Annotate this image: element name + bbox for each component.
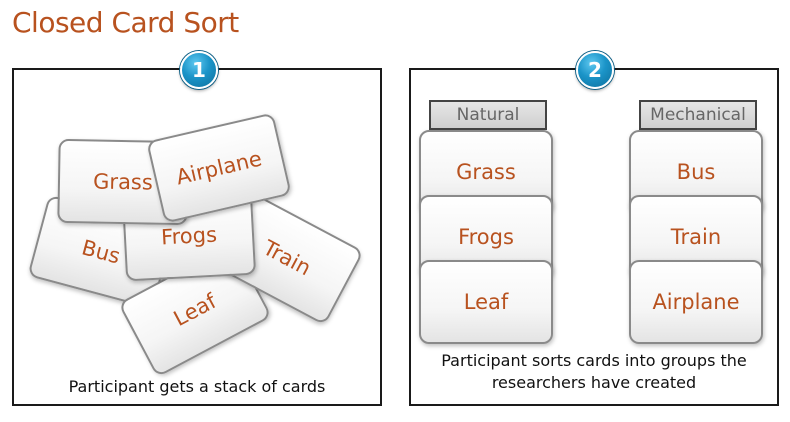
card-airplane: Airplane [629, 260, 763, 344]
page-title: Closed Card Sort [12, 6, 239, 39]
group-natural: Natural Grass Frogs Leaf [419, 70, 553, 350]
step-2-caption-line-2: researchers have created [491, 373, 697, 392]
step-1-panel: 1 Bus Leaf Train Frogs Grass Airplane Pa… [12, 51, 382, 406]
card-leaf: Leaf [419, 260, 553, 344]
step-2-caption-line-1: Participant sorts cards into groups the [441, 351, 747, 370]
group-header-mechanical: Mechanical [639, 100, 757, 130]
step-2-caption: Participant sorts cards into groups the … [411, 350, 777, 394]
step-1-badge: 1 [180, 51, 218, 89]
group-header-natural: Natural [429, 100, 547, 130]
step-1-caption: Participant gets a stack of cards [68, 377, 326, 396]
group-mechanical: Mechanical Bus Train Airplane [629, 70, 763, 350]
step-2-badge: 2 [576, 51, 614, 89]
step-2-panel: 2 Natural Grass Frogs Leaf Mechanical Bu… [409, 51, 779, 406]
